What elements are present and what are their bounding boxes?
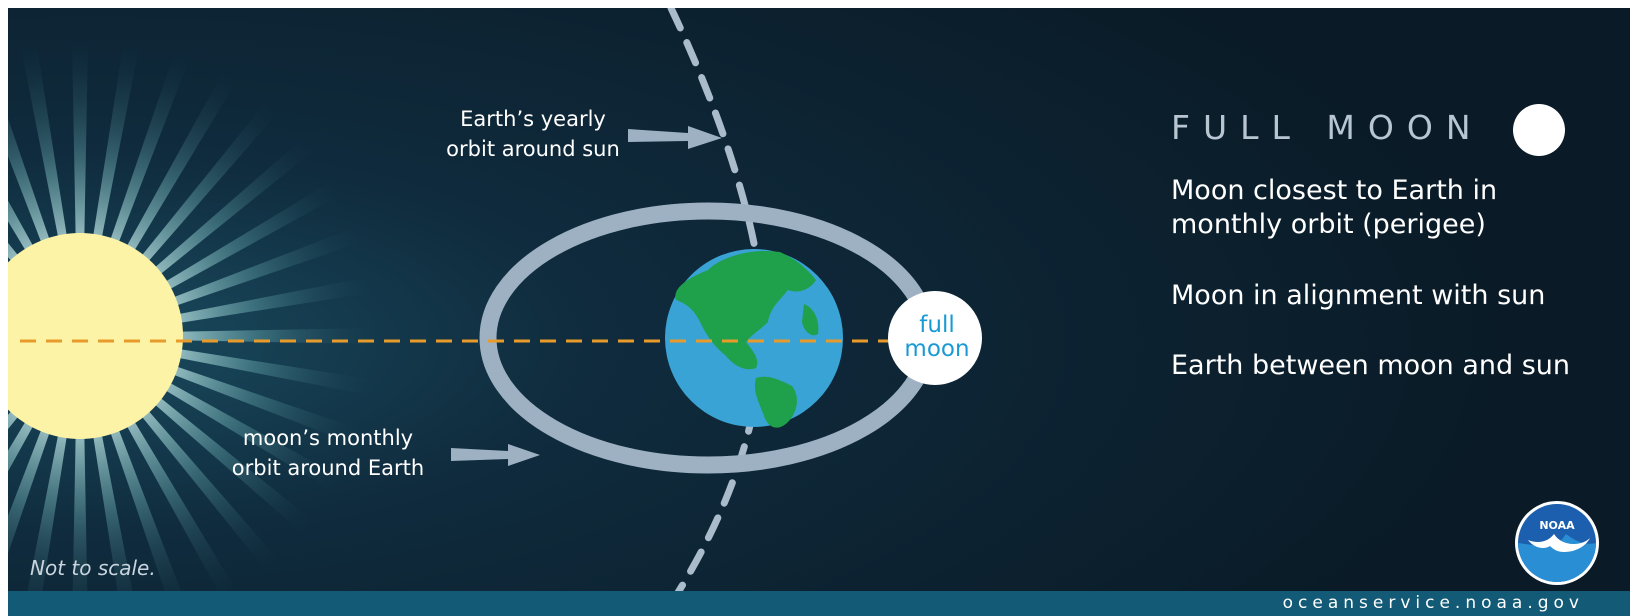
sun-ray <box>123 72 237 256</box>
moon-icon <box>888 291 982 385</box>
sun-ray <box>160 179 344 293</box>
fact-line: monthly orbit (perigee) <box>1171 209 1486 240</box>
footer-url-link[interactable]: oceanservice.noaa.gov <box>1282 593 1584 613</box>
yearly-orbit-label-line1: Earth’s yearly <box>460 107 606 131</box>
sun-ray <box>19 39 68 244</box>
noaa-logo-text: NOAA <box>1539 519 1575 532</box>
sun-ray <box>108 51 191 249</box>
full-moon-dot-icon <box>1513 104 1565 156</box>
sun-ray <box>160 379 344 493</box>
sun-ray <box>8 423 52 554</box>
sun-ray <box>72 430 88 616</box>
sun-ray <box>137 405 279 571</box>
sun-ray <box>137 101 279 267</box>
sun-ray <box>172 348 377 397</box>
yearly-orbit-arrow-icon <box>628 126 722 149</box>
fact-line: Moon closest to Earth in <box>1171 175 1498 206</box>
orbit-diagram <box>8 8 1630 616</box>
panel-title: FULL MOON <box>1171 108 1484 147</box>
sun-ray <box>123 416 237 600</box>
sun-rays <box>8 36 380 616</box>
sun-ray <box>167 225 365 308</box>
sun-ray <box>71 36 89 242</box>
fact-line: Moon in alignment with sun <box>1171 280 1546 311</box>
fact-earth-between: Earth between moon and sun <box>1171 349 1611 383</box>
moon-label-line2: moon <box>904 336 970 362</box>
sun-ray <box>92 39 141 244</box>
noaa-logo-icon[interactable]: NOAA <box>1514 500 1600 586</box>
fact-line: Earth between moon and sun <box>1171 350 1571 381</box>
moon-label-line1: full <box>919 312 955 338</box>
sun-ray <box>22 428 68 616</box>
moon-label: full moon <box>889 313 985 361</box>
diagram-frame: Earth’s yearly orbit around sun moon’s m… <box>8 8 1630 616</box>
monthly-orbit-label-line1: moon’s monthly <box>242 426 414 450</box>
sun-ray <box>8 118 52 249</box>
sun-ray <box>8 416 37 472</box>
sun-ray <box>174 327 380 345</box>
monthly-orbit-arrow-icon <box>451 444 540 466</box>
sun-ray <box>149 137 315 279</box>
sun-ray <box>167 364 365 447</box>
monthly-orbit-label-line2: orbit around Earth <box>231 456 425 480</box>
fact-alignment: Moon in alignment with sun <box>1171 279 1611 313</box>
earth-icon <box>665 249 843 428</box>
not-to-scale-note: Not to scale. <box>30 556 156 580</box>
yearly-orbit-label-line2: orbit around sun <box>446 137 620 161</box>
monthly-orbit-label: moon’s monthly orbit around Earth <box>213 423 443 483</box>
footer: oceanservice.noaa.gov <box>8 591 1630 616</box>
sun-ray <box>172 275 377 324</box>
fact-perigee: Moon closest to Earth in monthly orbit (… <box>1171 174 1611 242</box>
yearly-orbit-label: Earth’s yearly orbit around sun <box>428 104 638 164</box>
sun-ray <box>108 423 191 616</box>
sun-ray <box>92 428 138 616</box>
sun-ray <box>149 393 315 535</box>
sun-icon <box>8 233 183 439</box>
sun-ray <box>8 200 37 256</box>
